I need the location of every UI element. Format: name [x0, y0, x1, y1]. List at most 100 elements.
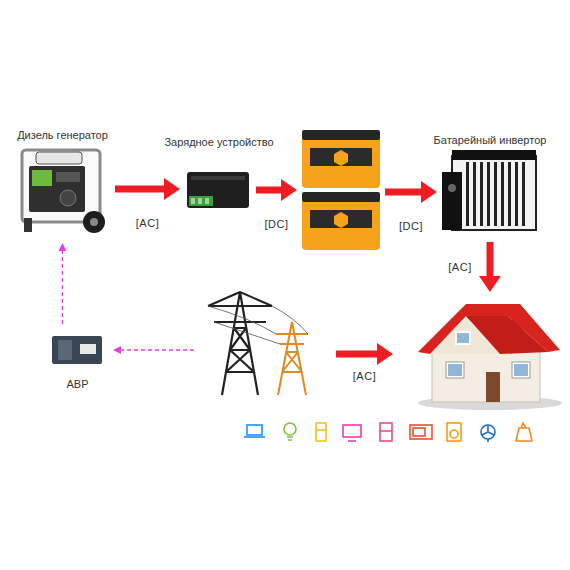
battery-inverter-part: [515, 162, 518, 226]
appliance-icons-part-part: [521, 423, 526, 428]
arrow-head: [479, 276, 501, 292]
house-part: [448, 364, 462, 376]
arrow-head: [164, 178, 180, 200]
diesel-generator-part: [29, 166, 85, 212]
battery-pack-part: [334, 150, 348, 166]
appliance-icons-part-part: [343, 425, 361, 437]
appliance-icons-part-part: [447, 423, 461, 441]
arrow-head: [113, 346, 121, 354]
charger-node: Зарядное устройство: [185, 168, 253, 210]
battery-inverter-part: [448, 184, 456, 192]
appliance-icons-part-part: [247, 425, 262, 435]
transfer-switch-part: [58, 340, 72, 360]
arrow-head: [281, 179, 297, 201]
house-node: [415, 298, 565, 410]
battery-node: [300, 128, 382, 252]
connector-line: [115, 186, 166, 193]
appliance-icons-part: [244, 425, 265, 437]
house-part: [514, 364, 528, 376]
diesel-generator-part: [36, 152, 82, 164]
power-line-towers-part: [208, 306, 308, 344]
battery-inverter-part: [442, 172, 462, 230]
appliance-icons-part: [516, 423, 532, 441]
connector-line: [256, 187, 283, 194]
edge-label: [DC]: [399, 220, 423, 232]
diesel-generator-part: [32, 170, 52, 186]
battery-pack-part: [302, 198, 380, 250]
connector-line: [336, 351, 379, 358]
appliance-icons-part-part: [316, 423, 326, 441]
appliance-icons-part-part: [348, 440, 356, 442]
edge-label: [AC]: [353, 370, 376, 382]
node-heading: АВР: [66, 378, 88, 390]
control-signal-arrow: [59, 243, 67, 324]
diesel-generator-part: [60, 190, 76, 206]
arrow-head: [59, 243, 67, 251]
battery-inverter-part: [522, 162, 525, 226]
appliance-icons-part-part: [482, 425, 494, 442]
battery-inverter-part: [501, 162, 504, 226]
battery-inverter-part: [466, 162, 469, 226]
appliance-icons-part: [447, 423, 461, 441]
battery-pack-part: [334, 212, 348, 228]
node-heading: Зарядное устройство: [164, 136, 273, 148]
battery-charger-part: [187, 172, 249, 208]
battery-charger-part: [198, 198, 202, 204]
power-line-towers-part: [208, 292, 272, 322]
appliance-icons-part-part: [287, 437, 293, 440]
transfer-switch: [52, 336, 102, 364]
battery-charger-part: [191, 176, 245, 180]
appliance-icons-part-part: [516, 428, 532, 441]
power-flow-arrow: [115, 178, 180, 200]
house-part: [486, 372, 500, 402]
diesel-generator-part: [56, 172, 80, 182]
battery-inverter-part: [473, 162, 476, 226]
house-part: [512, 362, 530, 378]
diesel-generator-part: [83, 211, 105, 233]
battery-pack-part: [310, 210, 372, 228]
battery-charger-part: [205, 198, 209, 204]
appliance-icons-part: [481, 425, 495, 442]
house-part: [456, 332, 470, 344]
power-flow-arrow: [336, 343, 393, 365]
appliance-icons-part-part: [284, 423, 296, 435]
appliance-icons-part: [316, 423, 326, 441]
power-line-towers-part: [278, 322, 306, 395]
appliance-icons: [244, 423, 532, 442]
appliance-icons-part: [380, 423, 392, 441]
appliance-icons-part: [410, 425, 432, 439]
power-line-towers: [208, 292, 308, 395]
diesel-generator-part: [24, 218, 32, 232]
arrow-head: [377, 343, 393, 365]
inverter-node: Батарейный инвертор: [440, 148, 540, 236]
appliance-icons-part-part: [316, 429, 326, 431]
house: [418, 304, 562, 410]
node-heading: Батарейный инвертор: [434, 134, 547, 146]
edge-label: [DC]: [265, 218, 289, 230]
appliance-icons-part-part: [244, 436, 265, 438]
battery-pack-part: [310, 148, 372, 166]
appliance-icons-part-part: [380, 423, 392, 441]
appliance-icons-part: [284, 423, 296, 440]
appliance-icons-part-part: [413, 428, 425, 436]
battery-pack: [302, 130, 380, 250]
connector-line: [120, 349, 194, 350]
transfer-switch-node: АВР: [50, 332, 105, 368]
power-flow-arrow: [479, 242, 501, 292]
power-flow-arrow: [256, 179, 297, 201]
battery-inverter-part: [452, 156, 536, 230]
battery-charger: [187, 172, 249, 208]
battery-pack-part: [302, 130, 380, 140]
control-signal-arrow: [113, 346, 194, 354]
diesel-generator-part: [22, 150, 100, 222]
power-line-node: [202, 285, 314, 397]
battery-pack-part: [302, 192, 380, 202]
house-part: [466, 316, 548, 354]
diesel-generator-part: [90, 218, 98, 226]
power-flow-arrow: [385, 181, 437, 203]
appliance-icons-part-part: [380, 430, 392, 432]
battery-pack-part: [302, 136, 380, 188]
